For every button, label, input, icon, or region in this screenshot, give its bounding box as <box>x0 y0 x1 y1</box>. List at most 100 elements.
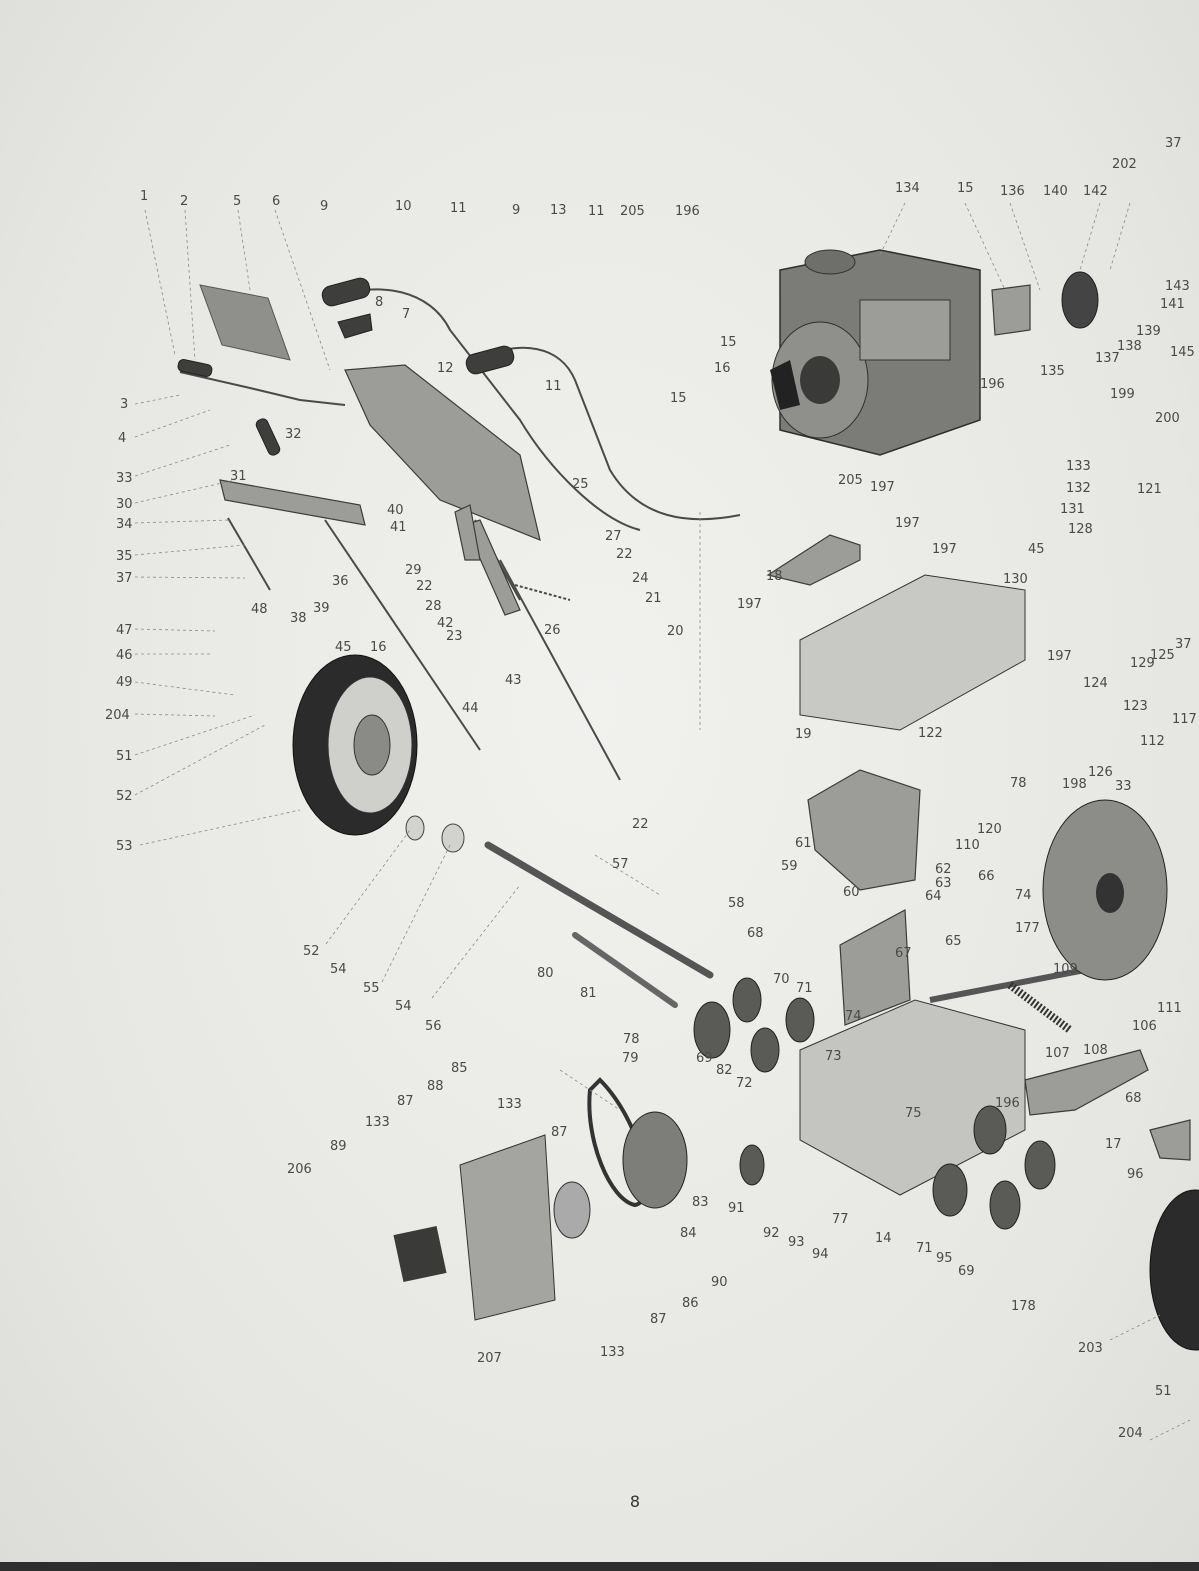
callout-49: 49 <box>116 675 133 690</box>
frame-housing <box>799 574 1026 731</box>
callout-3: 3 <box>120 397 128 412</box>
pulley-86 <box>553 1181 591 1239</box>
bracket-67 <box>839 909 911 1026</box>
callout-45a: 45 <box>335 640 352 655</box>
callout-64: 64 <box>925 889 942 904</box>
callout-19: 19 <box>795 727 812 742</box>
callout-111: 111 <box>1157 1001 1182 1016</box>
callout-178: 178 <box>1011 1299 1036 1314</box>
callout-133b: 133 <box>365 1115 390 1130</box>
callout-95: 95 <box>936 1251 953 1266</box>
callout-21: 21 <box>645 591 662 606</box>
callout-57: 57 <box>612 857 629 872</box>
callout-137: 137 <box>1095 351 1120 366</box>
bottom-edge-strip <box>0 1562 1199 1571</box>
callout-40: 40 <box>387 503 404 518</box>
callout-75: 75 <box>905 1106 922 1121</box>
callout-45b: 45 <box>1028 542 1045 557</box>
callout-110: 110 <box>955 838 980 853</box>
callout-27: 27 <box>605 529 622 544</box>
callout-15b: 15 <box>670 391 687 406</box>
engine <box>770 249 981 456</box>
lever-26 <box>464 519 521 616</box>
callout-117: 117 <box>1172 712 1197 727</box>
callout-69a: 69 <box>696 1051 713 1066</box>
callout-207: 207 <box>477 1351 502 1366</box>
callout-133a: 133 <box>1066 459 1091 474</box>
callout-34: 34 <box>116 517 133 532</box>
callout-96: 96 <box>1127 1167 1144 1182</box>
callout-36: 36 <box>332 574 349 589</box>
friction-disc <box>1042 799 1168 981</box>
callout-5: 5 <box>233 194 241 209</box>
callout-120: 120 <box>977 822 1002 837</box>
callout-78b: 78 <box>1010 776 1027 791</box>
rod-35 <box>227 517 271 591</box>
callout-177: 177 <box>1015 921 1040 936</box>
callout-60: 60 <box>843 885 860 900</box>
callout-87c: 87 <box>650 1312 667 1327</box>
callout-145: 145 <box>1170 345 1195 360</box>
callout-130: 130 <box>1003 572 1028 587</box>
callout-112: 112 <box>1140 734 1165 749</box>
gear-91 <box>739 1144 765 1186</box>
callout-133c: 133 <box>497 1097 522 1112</box>
bracket-106 <box>1024 1049 1149 1116</box>
callout-140: 140 <box>1043 184 1068 199</box>
callout-33b: 33 <box>1115 779 1132 794</box>
left-wheel <box>292 654 418 836</box>
callout-22b: 22 <box>416 579 433 594</box>
callout-108: 108 <box>1083 1043 1108 1058</box>
callout-126: 126 <box>1088 765 1113 780</box>
pulley-84 <box>622 1111 688 1209</box>
callout-31: 31 <box>230 469 247 484</box>
callout-71b: 71 <box>916 1241 933 1256</box>
callout-66: 66 <box>978 869 995 884</box>
bracket-18 <box>766 534 861 586</box>
callout-30: 30 <box>116 497 133 512</box>
callout-2: 2 <box>180 194 188 209</box>
bracket-110 <box>807 769 921 891</box>
callout-87a: 87 <box>397 1094 414 1109</box>
belt-cover <box>459 1134 556 1321</box>
callout-132: 132 <box>1066 481 1091 496</box>
callout-53: 53 <box>116 839 133 854</box>
callout-23: 23 <box>446 629 463 644</box>
callout-52b: 52 <box>303 944 320 959</box>
callout-58: 58 <box>728 896 745 911</box>
callout-139: 139 <box>1136 324 1161 339</box>
callout-61: 61 <box>795 836 812 851</box>
callout-26: 26 <box>544 623 561 638</box>
callout-198: 198 <box>1062 777 1087 792</box>
callout-206: 206 <box>287 1162 312 1177</box>
callout-39: 39 <box>313 601 330 616</box>
handle-grip-right <box>465 345 515 375</box>
callout-82: 82 <box>716 1063 733 1078</box>
callout-74b: 74 <box>1015 888 1032 903</box>
spacer-52 <box>405 815 425 841</box>
callout-129: 129 <box>1130 656 1155 671</box>
bracket-135 <box>991 284 1031 336</box>
callout-14: 14 <box>875 1231 892 1246</box>
callout-33a: 33 <box>116 471 133 486</box>
callout-196c: 196 <box>995 1096 1020 1111</box>
decal <box>199 284 291 361</box>
callout-121: 121 <box>1137 482 1162 497</box>
callout-74a: 74 <box>845 1009 862 1024</box>
callout-84: 84 <box>680 1226 697 1241</box>
callout-78a: 78 <box>623 1032 640 1047</box>
callout-56: 56 <box>425 1019 442 1034</box>
callout-128: 128 <box>1068 522 1093 537</box>
callout-86: 86 <box>682 1296 699 1311</box>
gear-71 <box>785 997 815 1043</box>
callout-81: 81 <box>580 986 597 1001</box>
spring-32 <box>255 418 281 456</box>
callout-8: 8 <box>375 295 383 310</box>
page-number: 8 <box>629 1492 641 1511</box>
lever-28 <box>454 504 481 561</box>
callout-200: 200 <box>1155 411 1180 426</box>
callout-54b: 54 <box>395 999 412 1014</box>
callout-46: 46 <box>116 648 133 663</box>
callout-68a: 68 <box>747 926 764 941</box>
